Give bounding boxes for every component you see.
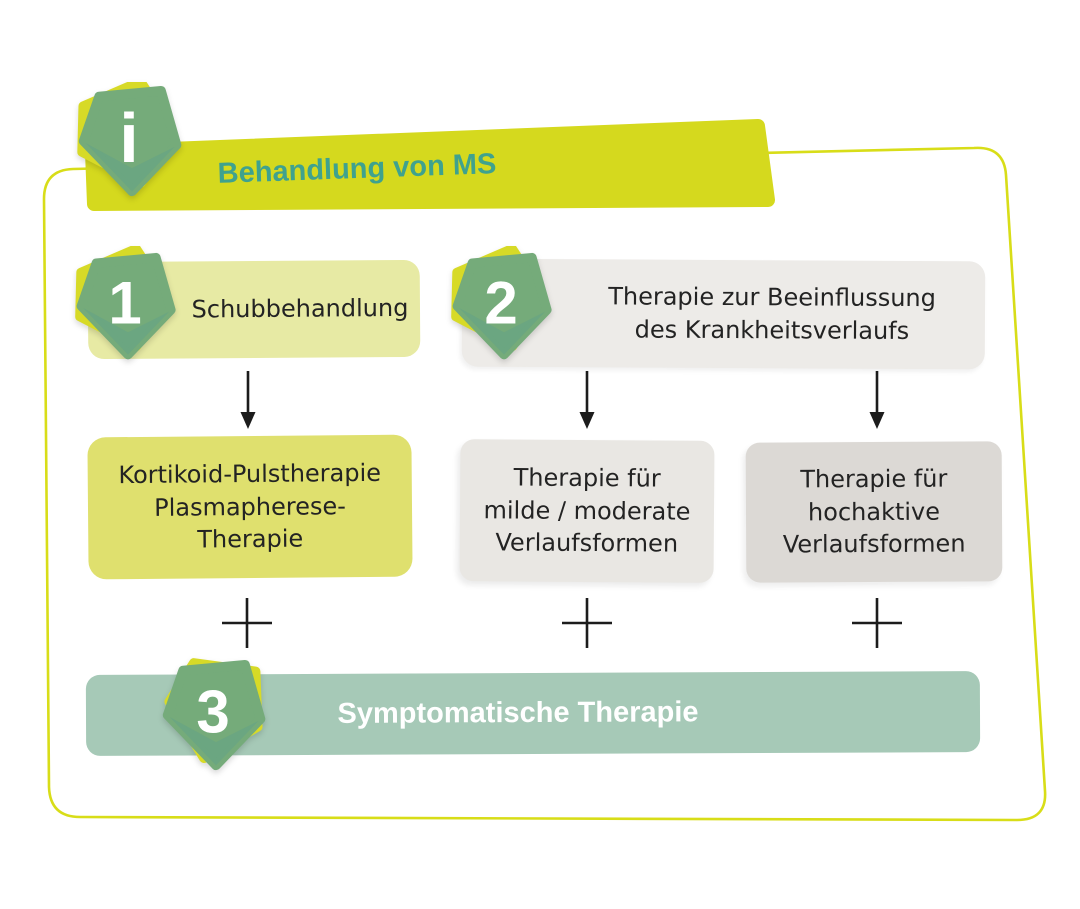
plus-icon	[562, 598, 612, 648]
highly-active-therapy-label: Therapie für hochaktive Verlaufsformen	[782, 464, 966, 559]
plus-icon	[222, 598, 272, 648]
mild-moderate-therapy-label: Therapie für milde / moderate Verlaufsfo…	[483, 463, 691, 558]
step-3-label: Symptomatische Therapie	[337, 696, 699, 730]
outer-frame	[42, 146, 1047, 822]
info-badge: i	[74, 82, 190, 204]
mild-moderate-therapy-box: Therapie für milde / moderate Verlaufsfo…	[459, 439, 715, 583]
step-1-number: 1	[108, 269, 142, 337]
highly-active-therapy-box: Therapie für hochaktive Verlaufsformen	[745, 441, 1003, 583]
arrow-down-icon	[240, 371, 256, 429]
step-2-number: 2	[484, 269, 518, 337]
relapse-therapy-label: Kortikoid-Pulstherapie Plasmapherese- Th…	[118, 458, 382, 554]
step-1-badge: 1	[72, 246, 184, 370]
arrow-down-icon	[869, 371, 885, 429]
step-2-badge: 2	[448, 246, 560, 370]
arrow-down-icon	[579, 371, 595, 429]
info-icon: i	[119, 99, 139, 178]
step-2-label: Therapie zur Beeinflussung des Krankheit…	[608, 282, 937, 345]
step-3-badge: 3	[158, 650, 274, 784]
title-banner	[85, 119, 775, 211]
step-1-label: Schubbehandlung	[191, 294, 409, 324]
relapse-therapy-box: Kortikoid-Pulstherapie Plasmapherese- Th…	[87, 434, 413, 580]
plus-icon	[852, 598, 902, 648]
step-3-number: 3	[196, 678, 230, 746]
